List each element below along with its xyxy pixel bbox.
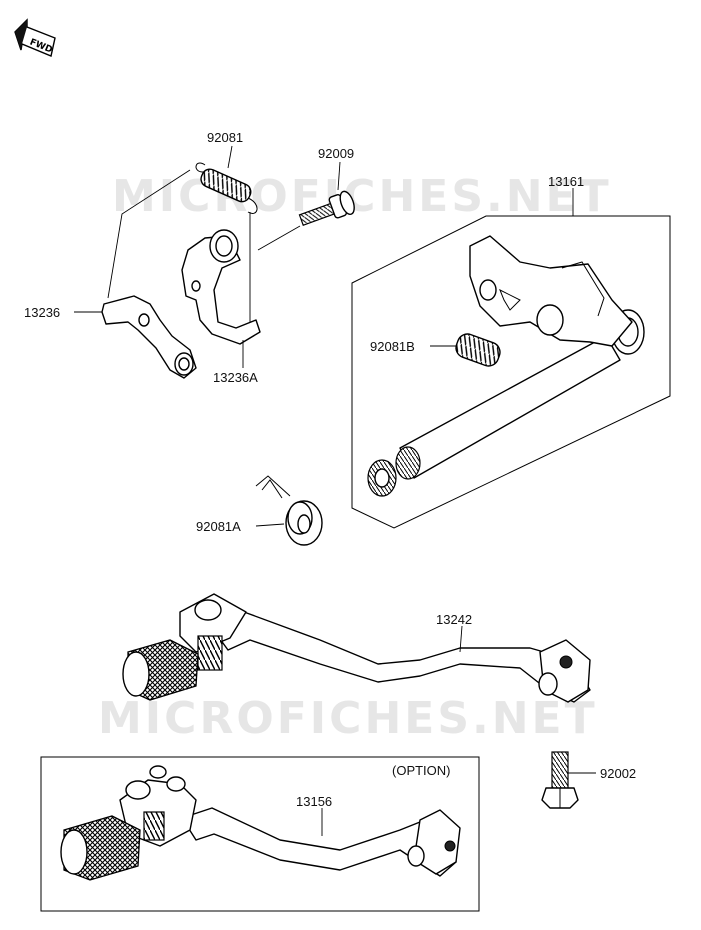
spring-92081A xyxy=(255,475,323,546)
plate-13236A xyxy=(181,229,261,345)
shift-pedal-13242 xyxy=(122,593,591,703)
label-13161: 13161 xyxy=(548,174,584,189)
leader-92081-left xyxy=(107,169,191,299)
leader-92081 xyxy=(227,145,233,169)
plate-13236 xyxy=(101,295,197,379)
shift-pedal-13156 xyxy=(60,765,461,881)
bolt-92002 xyxy=(541,751,579,809)
fwd-arrow-icon: FWD xyxy=(14,18,56,57)
spring-92081B xyxy=(455,333,501,367)
bolt-92009 xyxy=(298,190,355,227)
label-13236A: 13236A xyxy=(213,370,258,385)
label-13236: 13236 xyxy=(24,305,60,320)
label-92081: 92081 xyxy=(207,130,243,145)
option-box xyxy=(40,756,480,912)
leader-92009-axis xyxy=(257,225,301,251)
watermark-bottom: MICROFICHES.NET xyxy=(98,693,598,744)
label-92081B: 92081B xyxy=(370,339,415,354)
box-13161 xyxy=(351,215,671,529)
label-13156: 13156 xyxy=(296,794,332,809)
shaft-assy-13161 xyxy=(367,235,645,497)
label-92081A: 92081A xyxy=(196,519,241,534)
option-note: (OPTION) xyxy=(392,763,451,778)
label-13242: 13242 xyxy=(436,612,472,627)
leader-92009 xyxy=(337,161,341,191)
watermark-top: MICROFICHES.NET xyxy=(112,171,612,222)
leader-92081A xyxy=(255,523,285,527)
leader-13242 xyxy=(459,625,463,653)
label-92009: 92009 xyxy=(318,146,354,161)
label-92002: 92002 xyxy=(600,766,636,781)
